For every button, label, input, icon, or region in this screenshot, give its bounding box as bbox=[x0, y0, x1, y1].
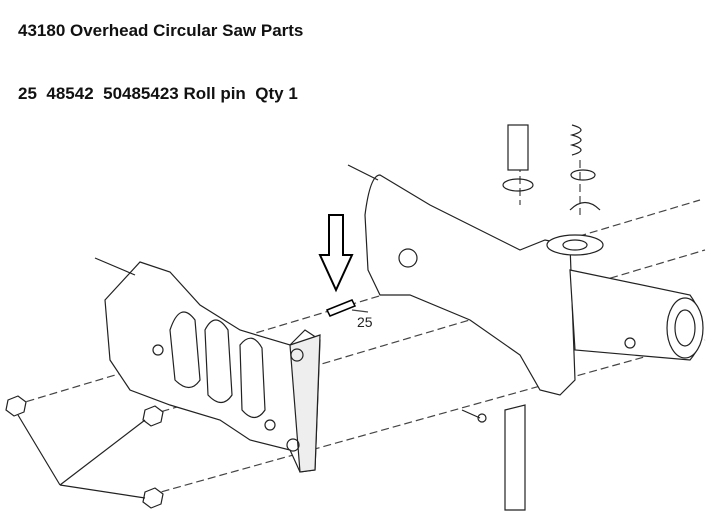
part-line: 25 48542 50485423 Roll pin Qty 1 bbox=[18, 84, 298, 104]
part-ref: 25 bbox=[18, 84, 37, 103]
part-description: Roll pin bbox=[183, 84, 246, 103]
part-qty: Qty 1 bbox=[255, 84, 298, 103]
left-bracket bbox=[104, 261, 321, 473]
page-title: 43180 Overhead Circular Saw Parts bbox=[18, 21, 304, 40]
down-arrow-icon bbox=[318, 214, 354, 293]
roll-pin bbox=[325, 299, 369, 317]
part-number: 48542 bbox=[46, 84, 94, 103]
center-arm bbox=[364, 174, 576, 396]
hex-nuts bbox=[5, 395, 164, 509]
manufacturer-number: 50485423 bbox=[103, 84, 179, 103]
callout-label-25: 25 bbox=[357, 314, 373, 330]
